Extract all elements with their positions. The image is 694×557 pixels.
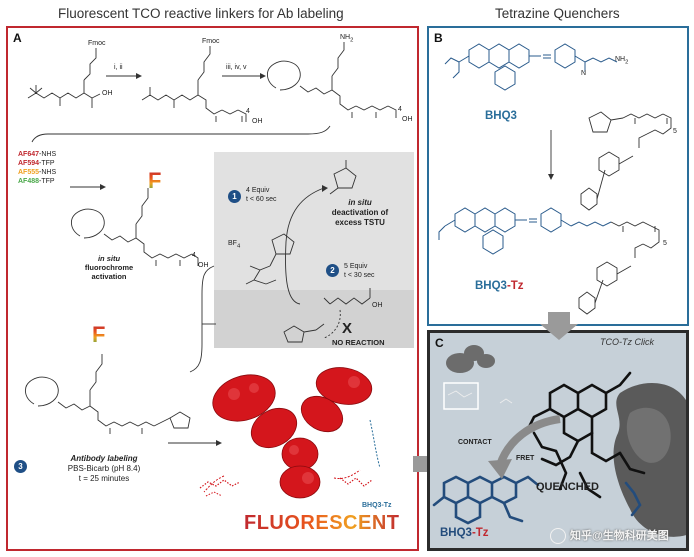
dye-arrow xyxy=(70,184,106,190)
bhq3-label: BHQ3 xyxy=(485,110,517,122)
fret-quenching-illustration xyxy=(432,345,686,537)
dye-item-0: AF647-NHS xyxy=(18,151,57,158)
bf4-label: BF4 xyxy=(228,240,241,250)
box-structures-svg xyxy=(245,160,371,343)
antibody-illustration xyxy=(203,367,381,499)
fmoc-label-1: Fmoc xyxy=(88,40,106,47)
nhs-peg-reagent-structure xyxy=(580,111,672,211)
no-reaction-zone xyxy=(214,290,414,348)
antibody-labeling-conditions: Antibody labeling PBS-Bicarb (pH 8.4) t … xyxy=(67,454,141,483)
bhq3-tz-structure xyxy=(438,207,660,315)
step-2-conditions: 5 Equiv t < 30 sec xyxy=(344,263,375,279)
contact-label: CONTACT xyxy=(458,439,492,446)
x-mark: X xyxy=(342,320,353,337)
boc-lysine-structure xyxy=(27,48,101,108)
peg-subscript-3: 4 xyxy=(192,252,196,259)
fmoc-label-2: Fmoc xyxy=(202,38,220,45)
reaction-step-2: iii, iv, v xyxy=(226,64,247,71)
return-arrow-svg xyxy=(189,265,216,373)
bhq3-tz-label: BHQ3-Tz xyxy=(475,280,524,292)
fret-label: FRET xyxy=(516,455,535,462)
panel-c-bhq3-tz-label: BHQ3-Tz xyxy=(440,527,489,539)
tco-lysine-structure xyxy=(267,42,397,118)
panel-c: C TCO-Tz Click xyxy=(427,330,689,551)
fluorochrome-f-letter-2: F xyxy=(92,322,106,347)
labeling-arrow xyxy=(168,440,222,446)
panel-b: B xyxy=(427,26,689,326)
peg-subscript-2: 4 xyxy=(398,106,402,113)
amine-label: NH2 xyxy=(340,34,354,44)
oh-label-5: OH xyxy=(372,302,383,309)
oh-label-4: OH xyxy=(198,262,209,269)
peg-subscript-b2: 5 xyxy=(663,240,667,247)
activation-label: in situ fluorochrome activation xyxy=(84,254,134,281)
in-situ-activation-box: 1 4 Equiv t < 60 sec in situ deactivatio… xyxy=(214,152,414,348)
peg-subscript-1: 4 xyxy=(246,108,250,115)
dye-item-3: AF488-TFP xyxy=(18,178,55,185)
bhq3-structures-svg xyxy=(438,43,672,315)
step-1-conditions: 4 Equiv t < 60 sec xyxy=(246,187,277,203)
bhq3-amine-label: NH2 xyxy=(615,56,629,66)
panel-b-label: B xyxy=(434,31,443,45)
fluorescent-label: FLUORESCENT xyxy=(244,512,400,534)
step-1-badge: 1 xyxy=(228,190,241,203)
nhs-fluorochrome-svg xyxy=(25,354,191,434)
panel-arrow-down xyxy=(540,312,578,340)
watermark: 知乎@生物科研美图 xyxy=(550,527,669,545)
oh-label-2: OH xyxy=(252,118,263,125)
step-2-badge: 2 xyxy=(326,264,339,277)
conjugated-dye-right xyxy=(339,477,373,487)
fluorochrome-f-letter-1: F xyxy=(148,168,162,193)
bhq3-tz-small-label: BHQ3-Tz xyxy=(362,502,392,509)
dye-list: AF647-NHS AF594-TFP AF555-NHS AF488-TFP xyxy=(18,150,56,186)
panel-c-title: TCO-Tz Click xyxy=(600,337,654,347)
watermark-icon xyxy=(550,528,566,545)
deactivation-label: in situ deactivation of excess TSTU xyxy=(331,198,389,227)
panel-c-label: C xyxy=(435,336,444,350)
bhq3-methyl-n: N xyxy=(581,70,587,77)
step-3-badge: 3 xyxy=(14,460,27,473)
dye-item-2: AF555-NHS xyxy=(18,169,57,176)
panel-a-header: Fluorescent TCO reactive linkers for Ab … xyxy=(58,6,344,21)
panel-a-label: A xyxy=(13,31,22,45)
peg-lysine-structure xyxy=(141,46,247,122)
quenched-label: QUENCHED xyxy=(536,481,599,493)
oh-label-1: OH xyxy=(102,90,113,97)
bhq3-structure xyxy=(444,43,618,91)
dye-item-1: AF594-TFP xyxy=(18,160,55,167)
panel-a: A xyxy=(6,26,419,551)
activated-fluorochrome-svg xyxy=(71,188,199,266)
panel-b-header: Tetrazine Quenchers xyxy=(495,6,620,21)
conjugated-dye-left xyxy=(199,479,241,497)
oh-label-3: OH xyxy=(402,116,413,123)
reaction-step-1: i, ii xyxy=(114,64,123,71)
synthesis-row-svg xyxy=(27,42,397,143)
no-reaction-label: NO REACTION xyxy=(332,338,385,347)
peg-subscript-b1: 5 xyxy=(673,128,677,135)
